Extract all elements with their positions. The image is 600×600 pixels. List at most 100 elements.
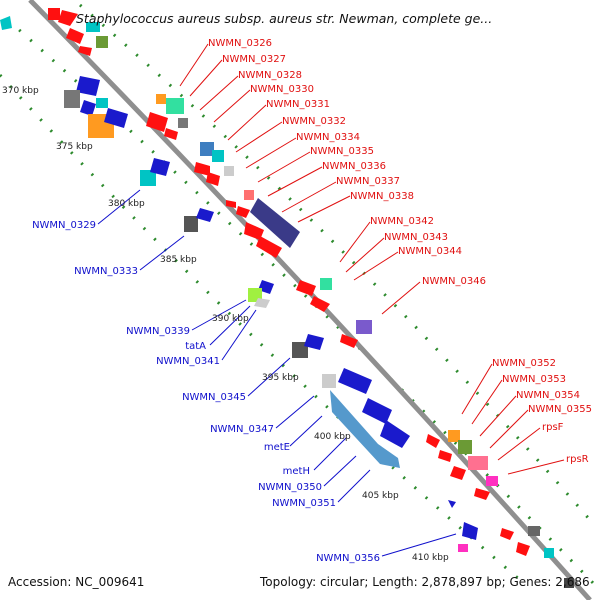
leader-line [471,379,503,425]
gene-label[interactable]: NWMN_0329 [32,220,96,231]
gene-label[interactable]: NWMN_0347 [210,424,274,435]
feature-gene[interactable] [296,280,316,296]
gene-label[interactable]: NWMN_0346 [422,276,486,287]
feature-gene[interactable] [458,440,472,454]
gene-label[interactable]: NWMN_0327 [222,54,286,65]
feature-gene[interactable] [500,528,514,540]
feature-gene[interactable] [244,190,254,200]
feature-gene[interactable] [304,334,324,350]
feature-gene[interactable] [78,46,92,56]
feature-gene[interactable] [458,544,468,552]
leader-line [479,395,517,437]
feature-gene[interactable] [468,456,488,470]
gene-label[interactable]: tatA [185,341,206,352]
leader-line [323,455,357,487]
gene-label[interactable]: NWMN_0326 [208,38,272,49]
gene-label[interactable]: NWMN_0339 [126,326,190,337]
feature-gene[interactable] [178,118,188,128]
feature-gene[interactable] [212,150,224,162]
feature-gene[interactable] [310,296,330,312]
feature-gene[interactable] [76,76,100,96]
gene-label[interactable]: NWMN_0331 [266,99,330,110]
feature-gene[interactable] [150,158,170,176]
feature-gene[interactable] [320,278,332,290]
feature-gene[interactable] [250,198,300,248]
gene-label[interactable]: NWMN_0336 [322,161,386,172]
gene-label[interactable]: rpsR [566,454,589,465]
gene-label[interactable]: NWMN_0328 [238,70,302,81]
gene-label[interactable]: NWMN_0333 [74,266,138,277]
feature-gene[interactable] [96,98,108,108]
feature-gene[interactable] [58,10,78,26]
gene-label[interactable]: NWMN_0352 [492,358,556,369]
feature-gene[interactable] [544,548,554,558]
feature-gene[interactable] [184,216,198,232]
feature-gene[interactable] [224,166,234,176]
feature-gene[interactable] [236,206,250,218]
feature-gene[interactable] [104,108,128,128]
feature-gene[interactable] [0,16,12,30]
feature-gene[interactable] [244,222,264,240]
gene-label[interactable]: NWMN_0335 [310,146,374,157]
leader-line [275,395,315,429]
feature-gene[interactable] [340,334,358,348]
feature-gene[interactable] [564,578,574,588]
feature-gene[interactable] [380,420,410,448]
feature-gene[interactable] [462,522,478,540]
gene-label[interactable]: metH [283,466,310,477]
feature-gene[interactable] [338,368,372,394]
ruler-label: 385 kbp [160,255,197,265]
gene-label[interactable]: NWMN_0330 [250,84,314,95]
gene-label[interactable]: NWMN_0355 [528,404,592,415]
gene-label[interactable]: NWMN_0337 [336,176,400,187]
leader-line [97,189,141,225]
feature-gene[interactable] [206,172,220,186]
gene-label[interactable]: NWMN_0353 [502,374,566,385]
gene-label[interactable]: NWMN_0338 [350,191,414,202]
gene-label[interactable]: NWMN_0344 [398,246,462,257]
gene-label[interactable]: NWMN_0343 [384,232,448,243]
feature-gene[interactable] [448,500,456,508]
feature-gene[interactable] [156,94,166,104]
feature-gene[interactable] [166,98,184,114]
feature-gene[interactable] [96,36,108,48]
feature-gene[interactable] [194,162,210,176]
feature-gene[interactable] [516,542,530,556]
gene-label[interactable]: metE [264,442,290,453]
feature-gene[interactable] [146,112,168,132]
feature-gene[interactable] [438,450,452,462]
gene-label[interactable]: NWMN_0354 [516,390,580,401]
feature-gene[interactable] [362,398,392,424]
leader-line [337,469,371,503]
feature-gene[interactable] [254,298,270,308]
feature-gene[interactable] [164,128,178,140]
feature-gene[interactable] [322,374,336,388]
feature-gene[interactable] [448,430,460,442]
feature-gene[interactable] [64,90,80,108]
gene-label[interactable]: NWMN_0341 [156,356,220,367]
feature-gene[interactable] [66,28,84,44]
gene-label[interactable]: NWMN_0332 [282,116,346,127]
feature-gene[interactable] [330,390,400,468]
gene-label[interactable]: NWMN_0356 [316,553,380,564]
feature-gene[interactable] [86,22,100,32]
gene-label[interactable]: NWMN_0351 [272,498,336,509]
feature-gene[interactable] [450,466,466,480]
gene-label[interactable]: NWMN_0334 [296,132,360,143]
feature-gene[interactable] [80,100,96,116]
feature-gene[interactable] [226,200,236,208]
feature-gene[interactable] [528,526,540,536]
feature-gene[interactable] [426,434,440,448]
feature-gene[interactable] [356,320,372,334]
feature-gene[interactable] [200,142,214,156]
feature-gene[interactable] [196,208,214,222]
feature-gene[interactable] [48,8,60,20]
gene-label[interactable]: NWMN_0345 [182,392,246,403]
gene-label[interactable]: NWMN_0342 [370,216,434,227]
gene-label[interactable]: rpsF [542,422,564,433]
gene-label[interactable]: NWMN_0350 [258,482,322,493]
feature-gene[interactable] [474,488,490,500]
feature-gene[interactable] [486,476,498,486]
feature-gene[interactable] [256,236,282,258]
feature-gene[interactable] [140,170,156,186]
